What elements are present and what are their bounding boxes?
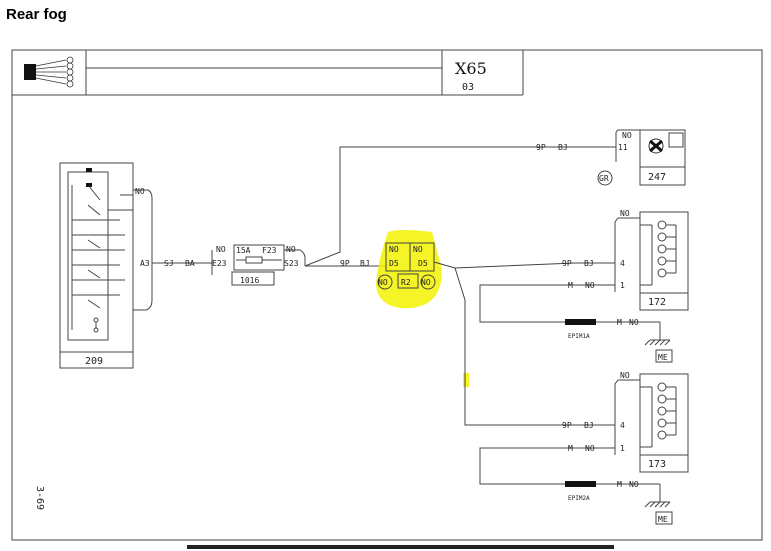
- header-code: X65: [455, 59, 487, 78]
- wire-label-bj-172: BJ: [584, 259, 594, 268]
- fuse-id: F23: [262, 246, 277, 255]
- epim1a-label: EPIM1A: [568, 333, 590, 340]
- wire-label-a3: A3: [140, 259, 150, 268]
- pin-1-173: 1: [620, 444, 625, 453]
- wire-label-m-ground2: M: [617, 480, 622, 489]
- wire-label-sj: SJ: [164, 259, 174, 268]
- wire-label-9p-173: 9P: [562, 421, 572, 430]
- relay-no-1: NO: [389, 245, 399, 254]
- lamp-array-173: [657, 382, 677, 440]
- component-247: [570, 129, 686, 186]
- fuse-rating: 15A: [236, 246, 251, 255]
- wire-label-no2-172: NO: [585, 281, 595, 290]
- relay-no-2: NO: [413, 245, 423, 254]
- relay-r2: [377, 242, 436, 290]
- wire-label-m-172: M: [568, 281, 573, 290]
- relay-r2-label: R2: [401, 278, 411, 287]
- lamp-array-172: [657, 220, 677, 278]
- component-1016-label: 1016: [240, 276, 259, 285]
- scrollbar[interactable]: [187, 545, 614, 549]
- fog-lamp-icon: [648, 132, 684, 154]
- component-173: [479, 373, 689, 525]
- ground-top-label: ME: [658, 353, 668, 362]
- wire-label-no2-173: NO: [585, 444, 595, 453]
- fuse-s23: S23: [284, 259, 299, 268]
- pin-11: 11: [618, 143, 628, 152]
- highlight-mark: [463, 373, 469, 387]
- relay-no-4: NO: [421, 278, 431, 287]
- wire-label-m-ground1: M: [617, 318, 622, 327]
- wire-label-no-172: NO: [620, 209, 630, 218]
- component-209-label: 209: [85, 356, 103, 367]
- component-173-label: 173: [648, 459, 666, 470]
- fuse-e23: E23: [212, 259, 227, 268]
- page-title: Rear fog: [6, 6, 67, 23]
- wire-label-no-173: NO: [620, 371, 630, 380]
- connector-epim1a: [565, 319, 596, 325]
- wire-label-no-247: NO: [622, 131, 632, 140]
- wire-label-9p-247: 9P: [536, 143, 546, 152]
- wire-label-9p-172: 9P: [562, 259, 572, 268]
- wire-label-bj-a: BJ: [360, 259, 370, 268]
- label-gr: GR: [599, 174, 609, 183]
- pin-4-173: 4: [620, 421, 625, 430]
- wire-label-bj-173: BJ: [584, 421, 594, 430]
- header-subcode: 03: [462, 82, 474, 93]
- ground-bottom-label: ME: [658, 515, 668, 524]
- fuse-box-1016: [211, 244, 340, 286]
- wire-label-no-ground1: NO: [629, 318, 639, 327]
- side-label: 3-69: [34, 486, 45, 510]
- wire-label-no: NO: [135, 187, 145, 196]
- switch-209: [59, 162, 212, 369]
- diagram-frame: [11, 49, 763, 541]
- relay-d5-2: D5: [418, 259, 428, 268]
- wire-label-no-ground2: NO: [629, 480, 639, 489]
- fuse-no-right: NO: [286, 245, 296, 254]
- wire-label-m-173: M: [568, 444, 573, 453]
- component-172: [479, 211, 689, 363]
- component-247-label: 247: [648, 172, 666, 183]
- connector-epim2a: [565, 481, 596, 487]
- wire-label-bj-247: BJ: [558, 143, 568, 152]
- fuse-no-left: NO: [216, 245, 226, 254]
- component-172-label: 172: [648, 297, 666, 308]
- pin-1-172: 1: [620, 281, 625, 290]
- relay-d5-1: D5: [389, 259, 399, 268]
- pin-4-172: 4: [620, 259, 625, 268]
- relay-no-3: NO: [378, 278, 388, 287]
- wire-label-ba: BA: [185, 259, 195, 268]
- epim2a-label: EPIM2A: [568, 495, 590, 502]
- connector-icon: [24, 56, 74, 88]
- wire-label-9p-a: 9P: [340, 259, 350, 268]
